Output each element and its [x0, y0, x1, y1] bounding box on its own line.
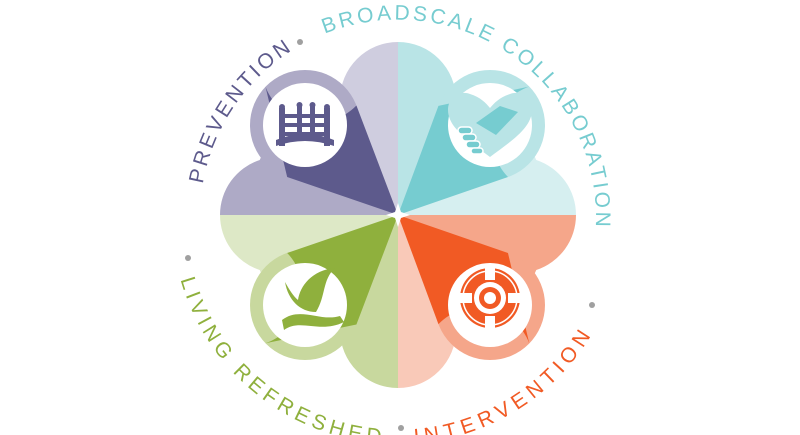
separator-dot: [589, 302, 595, 308]
separator-dot: [398, 425, 404, 431]
leaf-hand-icon: [282, 268, 344, 330]
separator-dot: [297, 39, 303, 45]
separator-dot: [185, 255, 191, 261]
bridge-icon: [276, 102, 334, 146]
center-star-icon: [386, 203, 410, 227]
life-ring-icon: [460, 268, 520, 328]
handshake-heart-icon: [448, 92, 532, 157]
